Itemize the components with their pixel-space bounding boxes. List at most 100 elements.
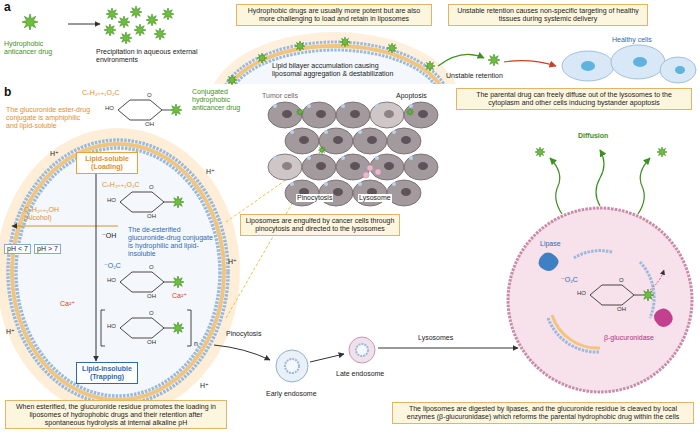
box-text: When esterified, the glucuronide residue… <box>10 403 222 426</box>
label: Lipid bilayer accumulation causing lipos… <box>272 62 396 78</box>
tumor-cluster <box>268 102 438 206</box>
label: O <box>619 277 624 284</box>
label: HO <box>107 197 116 204</box>
label: ⁻OH <box>102 232 116 240</box>
connector <box>96 174 97 361</box>
label: O <box>149 310 154 317</box>
label: ⁻O₂C <box>104 262 121 270</box>
drug-star <box>146 14 158 26</box>
label: Unstable retention <box>446 72 503 80</box>
label: Conjugated hydrophobic anticancer drug <box>192 88 264 112</box>
label: a <box>4 1 11 15</box>
label: HO <box>105 105 114 112</box>
label: The de-esterified glucuronide-drug conju… <box>128 226 218 258</box>
label: Tumor cells <box>262 92 298 100</box>
box-text: Hydrophobic drugs are usually more poten… <box>241 7 427 23</box>
targeting-arrow <box>504 61 556 66</box>
liposome-small <box>285 359 299 373</box>
drug-star <box>154 28 166 40</box>
drug-star <box>319 147 326 154</box>
lipase-enzyme <box>539 253 559 271</box>
label: Apoptosis <box>396 92 427 100</box>
label: Hydrophobic anticancer drug <box>4 40 66 56</box>
label: Diffusion <box>578 132 608 140</box>
arrow <box>214 345 270 360</box>
glucuronide-ring <box>120 318 164 338</box>
drug-star <box>657 147 667 157</box>
label: O <box>149 264 154 271</box>
label: O <box>147 92 152 99</box>
label: Lysosomes <box>418 334 453 342</box>
box-text: Lipid-insoluble (Trapping) <box>80 365 134 381</box>
bond <box>164 202 172 203</box>
drug-star <box>106 8 118 20</box>
diffusion-arrows <box>550 150 650 214</box>
label: H⁺ <box>6 328 15 336</box>
lysosome <box>508 208 692 392</box>
label: H⁺ <box>228 258 237 266</box>
drug-star <box>407 109 414 116</box>
label: pH > 7 <box>34 244 61 254</box>
box-text: The parental drug can freely diffuse out… <box>461 91 687 107</box>
drug-star <box>162 8 174 20</box>
label: H⁺ <box>206 168 215 176</box>
label: Early endosome <box>266 390 317 398</box>
label: Healthy cells <box>612 36 652 44</box>
bond <box>164 282 172 283</box>
label: Pinocytosis <box>296 194 333 202</box>
label: Late endosome <box>336 370 384 378</box>
label: n <box>194 340 198 348</box>
bond <box>162 110 170 111</box>
alcohol-arrow <box>12 226 118 227</box>
liposome-a <box>209 32 461 84</box>
glucuronide-ring <box>590 285 634 305</box>
drug-star <box>340 37 350 47</box>
label: Lysosome <box>358 194 392 202</box>
drug-star <box>134 24 146 36</box>
drug-star <box>535 147 545 157</box>
cleavage-arrow <box>650 270 664 290</box>
box-text: Liposomes are engulfed by cancer cells t… <box>245 217 395 233</box>
label: CₙH₂ₙ₊₁O₂C <box>82 89 120 97</box>
glucuronide-ring <box>120 272 164 292</box>
drug-star <box>120 32 132 44</box>
glucuronidase-enzyme <box>654 309 673 327</box>
label: CₙH₂ₙ₊₁O₂C <box>102 181 140 189</box>
label: Ca²⁺ <box>60 300 75 308</box>
drug-star <box>488 54 500 66</box>
drug-star <box>170 104 182 116</box>
liposome-small <box>356 344 368 356</box>
text-box: The parental drug can freely diffuse out… <box>456 88 692 110</box>
arrow <box>310 354 344 362</box>
drug-star <box>425 61 435 71</box>
box-text: The liposomes are digested by lipases, a… <box>397 405 689 421</box>
drug-star <box>118 16 130 28</box>
label: H⁺ <box>50 150 59 158</box>
glucuronide-ring <box>120 192 164 212</box>
bond <box>164 328 172 329</box>
label: b <box>4 86 11 100</box>
text-box: Hydrophobic drugs are usually more poten… <box>236 4 432 26</box>
label: ⁻O₂C <box>560 276 579 284</box>
drug-star <box>642 289 654 301</box>
arrow <box>68 24 100 25</box>
text-box: When esterified, the glucuronide residue… <box>5 400 227 429</box>
label: OH <box>147 339 156 346</box>
digested-liposome <box>548 251 654 353</box>
glucuronide-ring <box>118 100 162 120</box>
box-text: Unstable retention causes non-specific t… <box>453 7 643 23</box>
label: OH <box>147 293 156 300</box>
text-box: Lipid-insoluble (Trapping) <box>76 362 138 384</box>
drug-star <box>387 43 397 53</box>
label: HO <box>107 277 116 284</box>
text-box: The liposomes are digested by lipases, a… <box>392 402 694 424</box>
label: OH <box>145 121 154 128</box>
text-box: Lipid-soluble (Loading) <box>76 152 138 174</box>
late-endosome <box>349 337 375 363</box>
drug-star <box>172 276 184 288</box>
text-box: Liposomes are engulfed by cancer cells t… <box>240 214 400 236</box>
text-box: Unstable retention causes non-specific t… <box>448 4 648 26</box>
label: HO <box>577 290 586 297</box>
release-arrow <box>438 54 484 66</box>
label: β-glucuronidase <box>604 334 654 342</box>
